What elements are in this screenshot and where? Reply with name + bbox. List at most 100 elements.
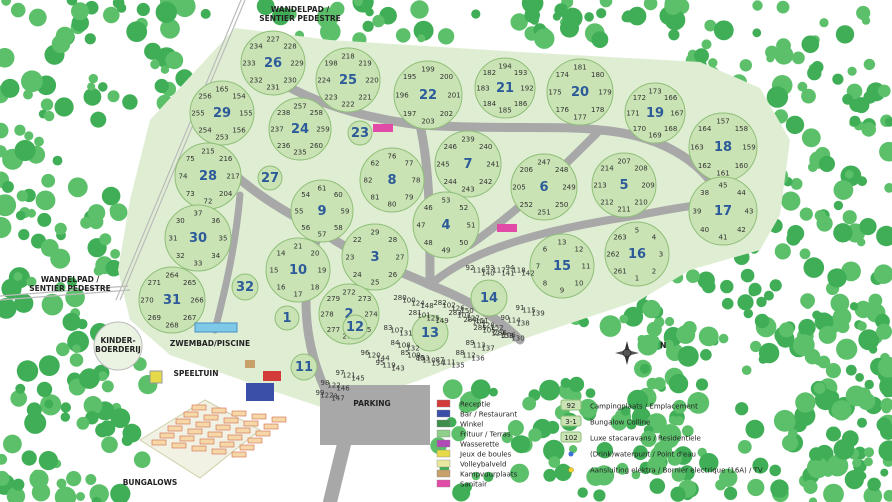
pitch-number[interactable]: 149 <box>435 317 448 325</box>
pitch-number[interactable]: 23 <box>346 254 355 262</box>
bungalow[interactable] <box>247 437 263 444</box>
pitch-number[interactable]: 157 <box>716 118 729 126</box>
pitch-number[interactable]: 60 <box>334 191 343 199</box>
bar-restaurant[interactable] <box>246 383 274 401</box>
zone-circle[interactable] <box>434 130 502 198</box>
pitch-number[interactable]: 210 <box>634 199 647 207</box>
bungalow[interactable] <box>243 420 259 427</box>
pitch-number[interactable]: 75 <box>186 155 195 163</box>
pitch-number[interactable]: 178 <box>591 106 604 114</box>
pitch-number[interactable]: 115 <box>522 307 535 315</box>
bungalow[interactable] <box>211 448 227 455</box>
pitch-number[interactable]: 105 <box>482 327 495 335</box>
pitch-number[interactable]: 114 <box>507 317 521 325</box>
bungalow[interactable] <box>239 444 255 451</box>
zone-circle[interactable] <box>315 47 381 113</box>
zone-circle[interactable] <box>189 80 255 146</box>
pitch-number[interactable]: 249 <box>562 184 575 192</box>
pitch-number[interactable]: 88 <box>456 349 465 357</box>
pitch-number[interactable]: 159 <box>742 144 755 152</box>
pitch-number[interactable]: 18 <box>311 284 320 292</box>
pitch-number[interactable]: 235 <box>293 149 306 157</box>
pitch-number[interactable]: 227 <box>266 36 279 44</box>
pitch-number[interactable]: 22 <box>353 236 362 244</box>
pitch-number[interactable]: 109 <box>407 352 420 360</box>
bungalow[interactable] <box>223 417 239 424</box>
pitch-number[interactable]: 118 <box>512 267 525 275</box>
pitch-number[interactable]: 11 <box>582 263 591 271</box>
pitch-number[interactable]: 169 <box>648 132 661 140</box>
pitch-number[interactable]: 208 <box>634 165 647 173</box>
zone-circle[interactable] <box>688 176 758 246</box>
pitch-number[interactable]: 43 <box>745 208 754 216</box>
bungalow[interactable] <box>231 410 247 417</box>
pitch-number[interactable]: 132 <box>406 344 419 352</box>
pitch-number[interactable]: 283 <box>448 309 461 317</box>
pitch-number[interactable]: 31 <box>169 235 178 243</box>
pitch-number[interactable]: 19 <box>318 267 327 275</box>
pitch-number[interactable]: 134 <box>431 359 445 367</box>
pitch-number[interactable]: 86 <box>416 354 425 362</box>
pitch-number[interactable]: 142 <box>521 269 534 277</box>
bungalow[interactable] <box>151 439 167 446</box>
bungalow[interactable] <box>255 430 271 437</box>
pitch-number[interactable]: 85 <box>401 349 410 357</box>
pitch-number[interactable]: 244 <box>444 178 458 186</box>
pitch-number[interactable]: 203 <box>421 118 434 126</box>
pitch-number[interactable]: 222 <box>341 101 354 109</box>
pitch-number[interactable]: 158 <box>735 125 748 133</box>
pitch-number[interactable]: 121 <box>342 372 355 380</box>
pitch-number[interactable]: 52 <box>459 204 468 212</box>
pitch-number[interactable]: 243 <box>461 186 474 194</box>
pitch-number[interactable]: 162 <box>698 162 711 170</box>
pitch-number[interactable]: 212 <box>600 199 613 207</box>
pitch-number[interactable]: 240 <box>479 143 492 151</box>
pitch-number[interactable]: 278 <box>320 311 333 319</box>
pitch-number[interactable]: 211 <box>617 206 630 214</box>
pitch-number[interactable]: 36 <box>211 217 220 225</box>
pitch-number[interactable]: 269 <box>148 314 161 322</box>
pitch-number[interactable]: 148 <box>420 302 433 310</box>
pitch-number[interactable]: 234 <box>249 43 263 51</box>
pitch-number[interactable]: 161 <box>716 170 729 178</box>
pitch-number[interactable]: 279 <box>327 295 340 303</box>
pitch-number[interactable]: 98 <box>321 379 330 387</box>
pitch-number[interactable]: 113 <box>472 342 485 350</box>
pitch-number[interactable]: 207 <box>617 158 630 166</box>
pitch-number[interactable]: 237 <box>270 126 283 134</box>
pitch-number[interactable]: 274 <box>364 311 378 319</box>
pitch-number[interactable]: 248 <box>555 166 568 174</box>
pitch-number[interactable]: 219 <box>358 60 371 68</box>
pitch-number[interactable]: 78 <box>412 177 421 185</box>
pitch-number[interactable]: 127 <box>466 314 479 322</box>
pitch-number[interactable]: 271 <box>148 279 161 287</box>
bungalow[interactable] <box>167 425 183 432</box>
pitch-number[interactable]: 137 <box>481 344 494 352</box>
pitch-number[interactable]: 103 <box>457 312 470 320</box>
pitch-number[interactable]: 146 <box>336 384 350 392</box>
pitch-number[interactable]: 41 <box>719 234 728 242</box>
pitch-number[interactable]: 10 <box>575 280 584 288</box>
pitch-number[interactable]: 181 <box>573 64 586 72</box>
pitch-number[interactable]: 215 <box>201 148 214 156</box>
pitch-number[interactable]: 12 <box>575 246 584 254</box>
pitch-number[interactable]: 79 <box>405 194 414 202</box>
pitch-number[interactable]: 143 <box>391 364 404 372</box>
pitch-number[interactable]: 38 <box>700 189 709 197</box>
pitch-number[interactable]: 81 <box>371 194 380 202</box>
pitch-number[interactable]: 13 <box>558 239 567 247</box>
pitch-number[interactable]: 204 <box>219 190 233 198</box>
playground[interactable] <box>149 370 163 384</box>
pitch-number[interactable]: 185 <box>498 107 511 115</box>
pool[interactable] <box>194 322 238 333</box>
kampvuurplaats[interactable] <box>245 360 255 368</box>
bungalow[interactable] <box>183 411 199 418</box>
pitch-number[interactable]: 54 <box>301 191 310 199</box>
pitch-number[interactable]: 30 <box>176 217 185 225</box>
pitch-number[interactable]: 100 <box>402 297 415 305</box>
pitch-number[interactable]: 258 <box>310 109 323 117</box>
bungalow[interactable] <box>175 418 191 425</box>
pitch-number[interactable]: 24 <box>353 271 362 279</box>
zone-circle[interactable] <box>265 237 331 303</box>
pitch-number[interactable]: 90 <box>501 314 510 322</box>
